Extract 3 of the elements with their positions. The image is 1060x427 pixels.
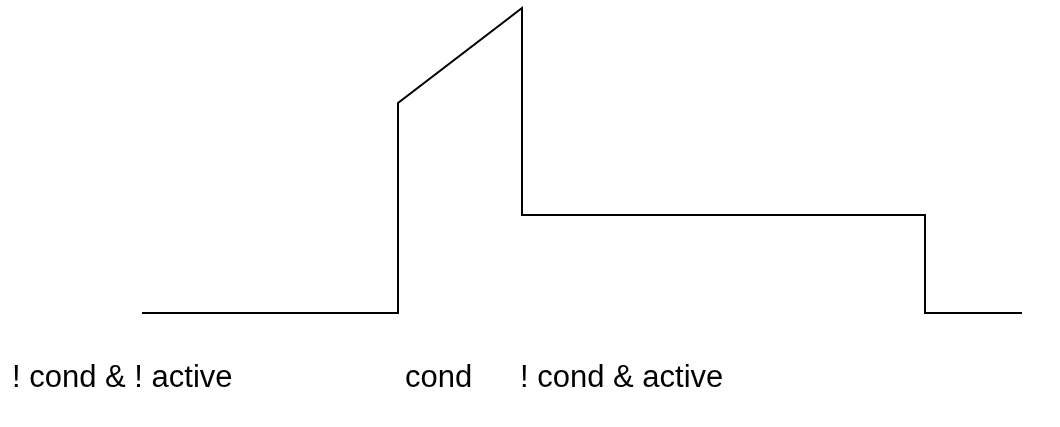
state-label: cond: [405, 361, 473, 392]
state-label: ! cond & ! active: [12, 361, 233, 392]
state-label: ! cond & active: [520, 361, 724, 392]
